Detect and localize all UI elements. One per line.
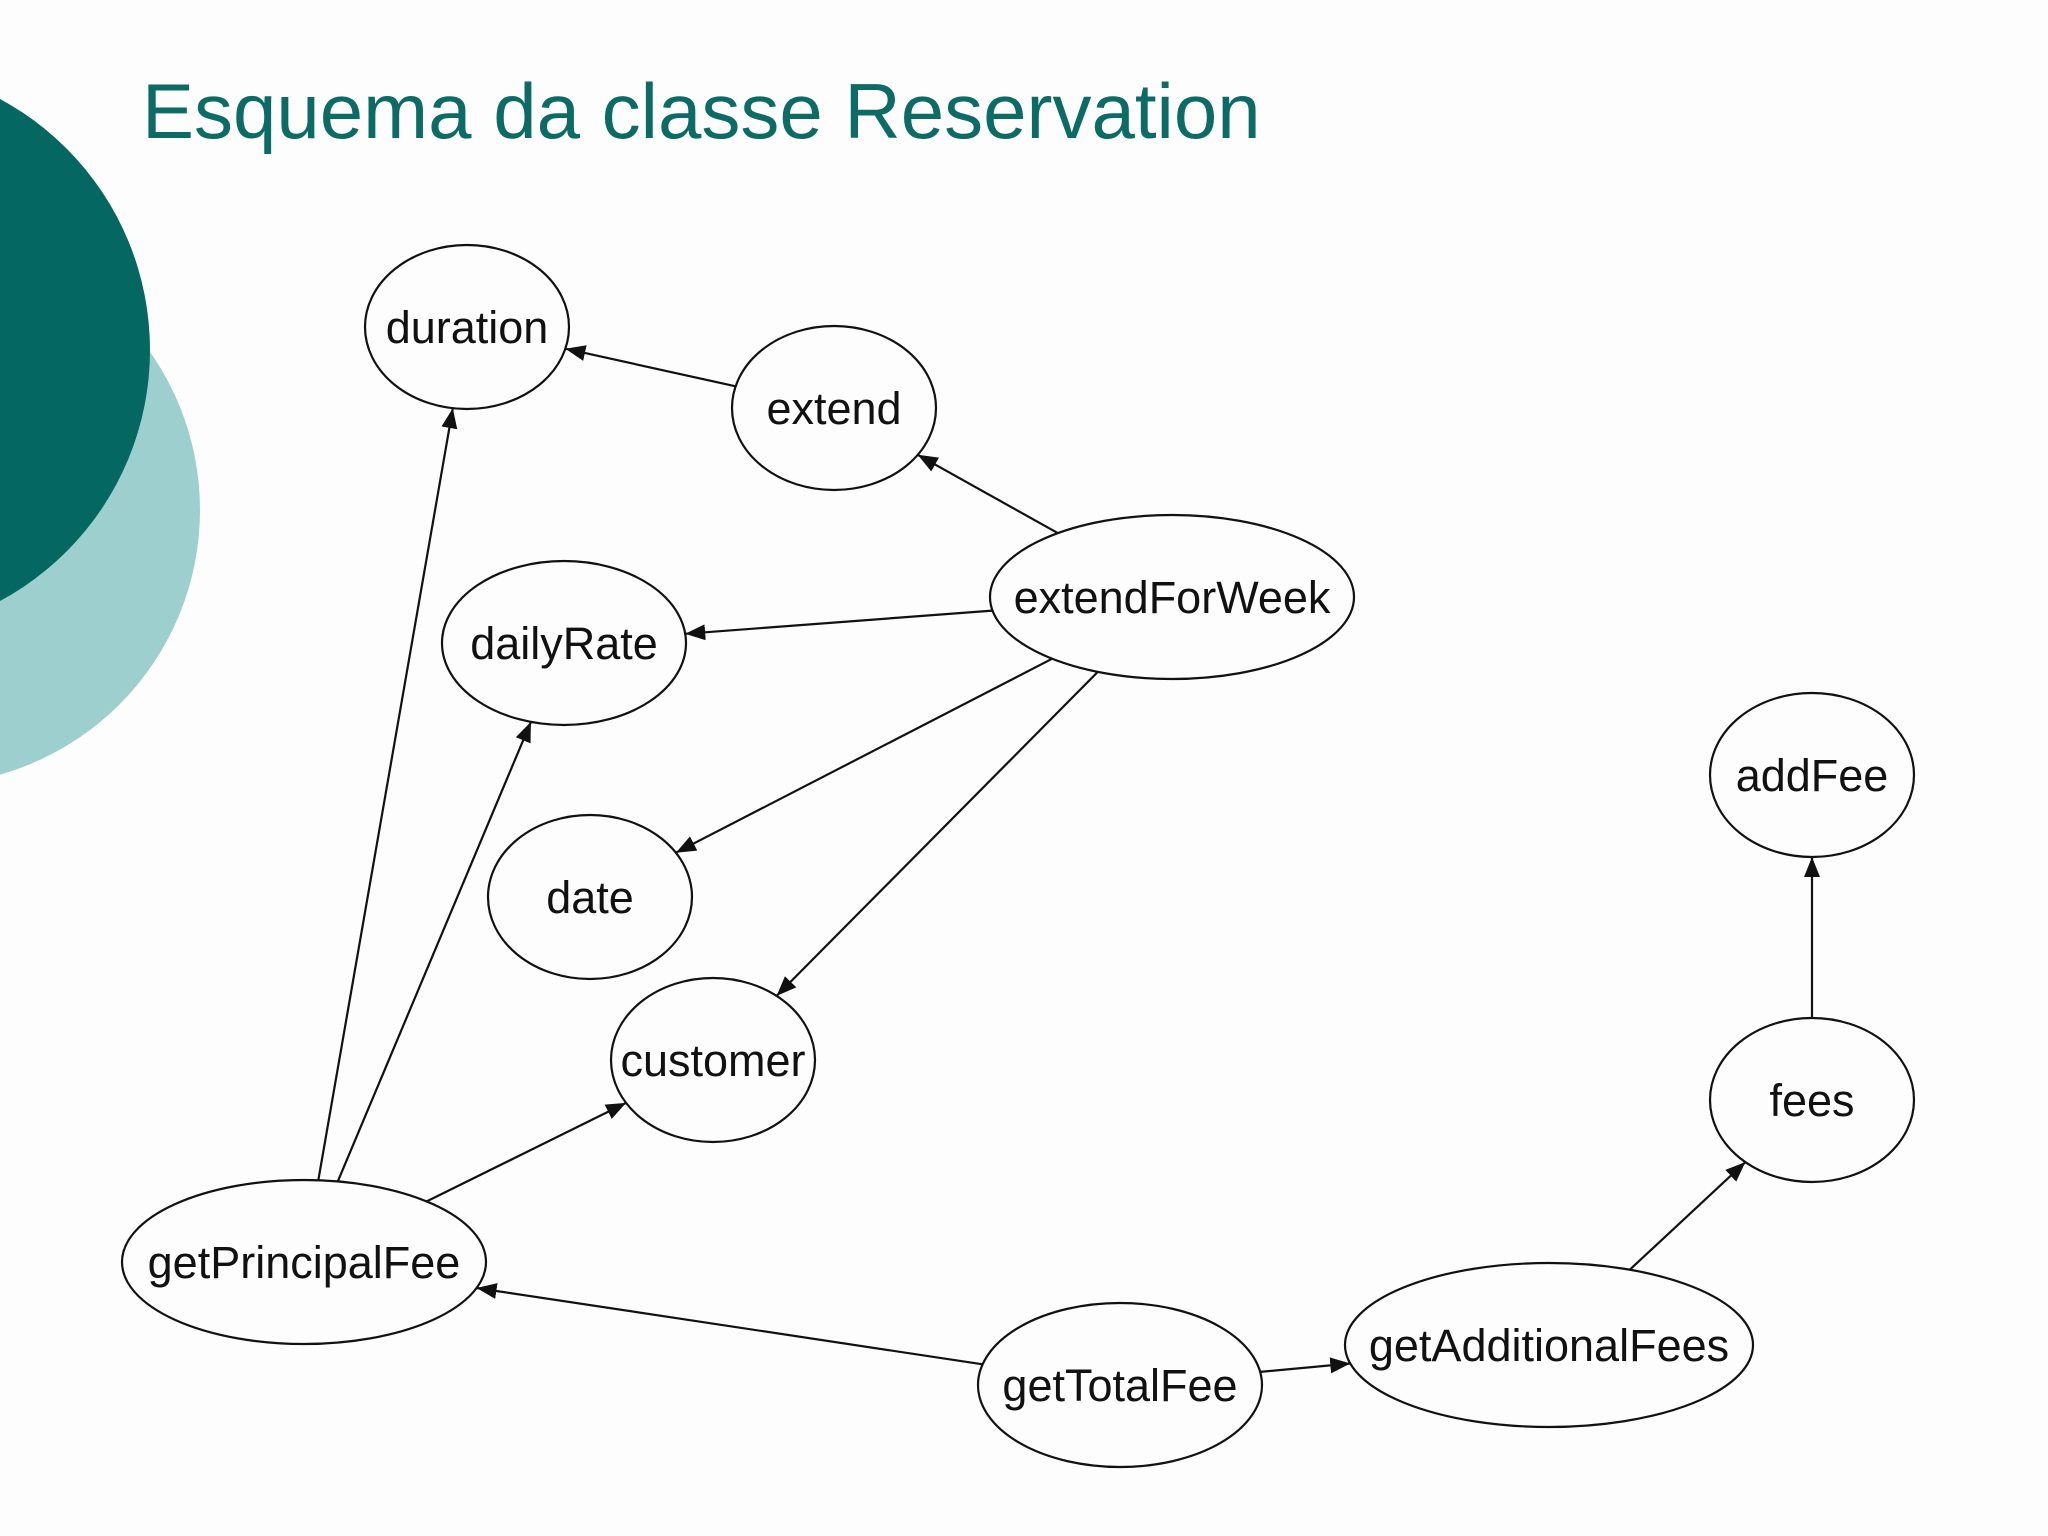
node-customer: customer — [609, 976, 817, 1144]
node-ellipse-fees — [1708, 1016, 1916, 1184]
node-label-getTotalFee: getTotalFee — [1002, 1360, 1237, 1411]
edge-getPrincipalFee-to-customer — [426, 1101, 627, 1203]
node-label-extend: extend — [766, 383, 901, 434]
node-label-duration: duration — [386, 302, 549, 353]
node-duration: duration — [363, 243, 571, 411]
node-label-fees: fees — [1769, 1075, 1854, 1126]
edge-extendForWeek-to-dailyRate — [685, 609, 993, 641]
node-ellipse-date — [486, 813, 694, 981]
edge-extend-to-duration — [565, 345, 736, 388]
node-getPrincipalFee: getPrincipalFee — [120, 1178, 488, 1346]
edge-extendForWeek-to-extend — [917, 453, 1059, 535]
node-label-getAdditionalFees: getAdditionalFees — [1369, 1320, 1729, 1371]
node-date: date — [486, 813, 694, 981]
node-ellipse-customer — [609, 976, 817, 1144]
node-ellipse-extend — [730, 324, 938, 492]
edge-getAdditionalFees-to-fees — [1629, 1161, 1747, 1271]
node-label-extendForWeek: extendForWeek — [1014, 572, 1331, 623]
edge-getTotalFee-to-getAdditionalFees — [1260, 1357, 1351, 1374]
edges — [317, 345, 1820, 1374]
node-ellipse-duration — [363, 243, 571, 411]
node-fees: fees — [1708, 1016, 1916, 1184]
node-ellipse-getAdditionalFees — [1343, 1261, 1755, 1429]
node-label-date: date — [546, 872, 634, 923]
edge-extendForWeek-to-date — [675, 657, 1053, 854]
edge-getPrincipalFee-to-dailyRate — [336, 721, 532, 1182]
node-addFee: addFee — [1708, 691, 1916, 859]
node-label-dailyRate: dailyRate — [470, 618, 658, 669]
slide-title: Esquema da classe Reservation — [142, 67, 1261, 155]
node-ellipse-getTotalFee — [976, 1301, 1264, 1469]
decor-circle-dark — [0, 99, 150, 601]
node-getTotalFee: getTotalFee — [976, 1301, 1264, 1469]
node-ellipse-getPrincipalFee — [120, 1178, 488, 1346]
node-ellipse-extendForWeek — [988, 513, 1356, 681]
node-label-getPrincipalFee: getPrincipalFee — [148, 1237, 461, 1288]
node-getAdditionalFees: getAdditionalFees — [1343, 1261, 1755, 1429]
node-label-customer: customer — [620, 1035, 805, 1086]
node-dailyRate: dailyRate — [440, 559, 688, 727]
node-extend: extend — [730, 324, 938, 492]
node-ellipse-addFee — [1708, 691, 1916, 859]
edge-extendForWeek-to-customer — [775, 671, 1099, 997]
edge-getPrincipalFee-to-duration — [317, 408, 458, 1181]
node-ellipse-dailyRate — [440, 559, 688, 727]
node-label-addFee: addFee — [1736, 750, 1889, 801]
edge-getTotalFee-to-getPrincipalFee — [476, 1283, 983, 1366]
nodes: duration extend extendForWeek dailyRate date… — [120, 243, 1916, 1469]
node-extendForWeek: extendForWeek — [988, 513, 1356, 681]
